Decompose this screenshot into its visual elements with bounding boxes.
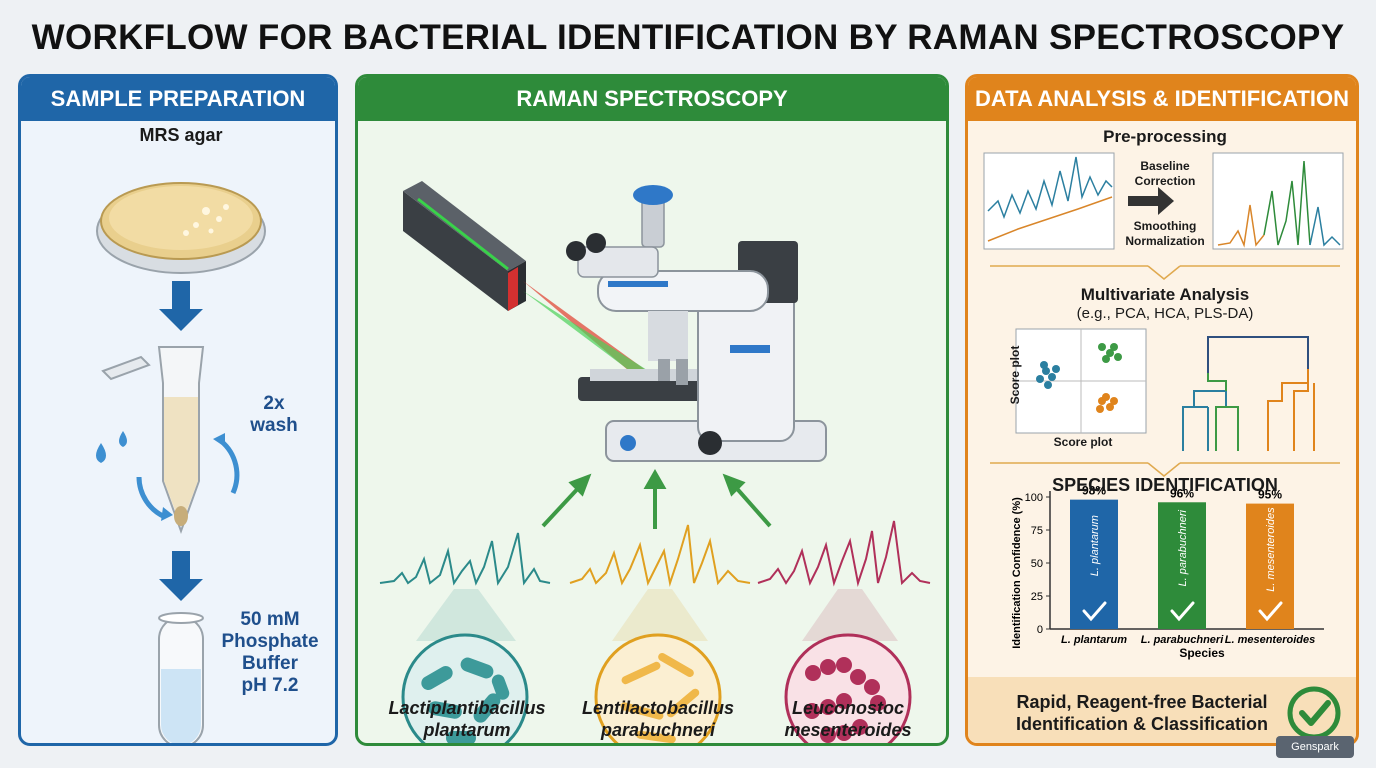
step1-line2: Correction [1134, 174, 1196, 188]
score-plot-ylabel: Score plot [1008, 345, 1022, 405]
species-3-label: Leuconostoc mesenteroides [753, 697, 943, 741]
y-tick-label: 75 [1031, 525, 1043, 537]
centrifuge-tube-icon [101, 346, 205, 534]
bacteria-slender-rods-icon [594, 633, 722, 743]
agar-label: MRS agar [139, 125, 223, 145]
petri-dish-icon [96, 182, 266, 274]
check-circle-icon [1287, 686, 1341, 740]
y-tick-label: 100 [1025, 492, 1043, 504]
wash-label: 2x wash [239, 393, 309, 437]
right-arrow-icon [1128, 187, 1174, 215]
species-identification-title: SPECIES IDENTIFICATION [1052, 475, 1278, 495]
footer-line2: Identification & Classification [1015, 714, 1269, 734]
species-3-epithet: mesenteroides [784, 720, 912, 740]
multivariate-title: Multivariate Analysis [1080, 285, 1250, 304]
spectrum-3-icon [757, 520, 931, 587]
check-icon [1170, 601, 1195, 622]
species-1-epithet: plantarum [423, 720, 511, 740]
laser-source-icon [403, 181, 526, 311]
cycle-arrow-icon [219, 439, 240, 495]
spectrum-2-icon [569, 524, 751, 587]
step2-line1: Smoothing [1133, 219, 1197, 233]
bar-value-label: 95% [1258, 488, 1282, 502]
check-icon [1258, 601, 1283, 622]
dendrogram-icon [1182, 336, 1315, 451]
raman-spectroscopy-panel: RAMAN SPECTROSCOPY [355, 74, 949, 746]
data-analysis-heading: DATA ANALYSIS & IDENTIFICATION [968, 77, 1356, 121]
species-2-epithet: parabuchneri [600, 720, 716, 740]
raw-spectrum-plot [983, 152, 1115, 250]
spectrum-1-icon [379, 532, 551, 586]
bar-1 [1070, 499, 1118, 629]
raman-illustration [379, 181, 931, 743]
water-drop-icon [96, 443, 106, 463]
page-title: WORKFLOW FOR BACTERIAL IDENTIFICATION BY… [31, 18, 1345, 57]
analysis-illustration: 0 25 50 75 100 98% L. plantarum L. plantarum 96%… [968, 152, 1356, 743]
down-arrow-icon [159, 281, 203, 331]
footer-line1: Rapid, Reagent-free Bacterial [1016, 692, 1268, 712]
preprocessing-title: Pre-processing [1103, 127, 1227, 146]
raman-spectroscopy-heading: RAMAN SPECTROSCOPY [358, 77, 946, 121]
genspark-badge: Genspark [1276, 736, 1354, 758]
score-plot-xlabel: Score plot [1053, 435, 1113, 449]
x-category-label: L. parabuchneri [1141, 634, 1224, 646]
buffer-word: Buffer [242, 653, 298, 674]
y-axis-label: Identification Confidence (%) [1011, 497, 1023, 649]
species-1-genus: Lactiplantibacillus [388, 698, 546, 718]
down-arrow-icon [159, 551, 203, 601]
sample-preparation-panel: SAMPLE PREPARATION [18, 74, 338, 746]
wash-count: 2x [263, 393, 285, 414]
footer-summary: Rapid, Reagent-free Bacterial Identifica… [982, 691, 1302, 735]
up-arrow-icon [541, 468, 772, 529]
wash-text: wash [250, 415, 298, 436]
baseline-correction-label: Baseline Correction [1118, 159, 1212, 189]
species-identification-chart: 0 25 50 75 100 98% L. plantarum L. plantarum 96%… [1011, 484, 1324, 660]
bar-inner-label: L. plantarum [1089, 515, 1101, 576]
step2-line2: Normalization [1125, 234, 1205, 248]
species-2-genus: Lentilactobacillus [581, 698, 735, 718]
sample-preparation-heading: SAMPLE PREPARATION [21, 77, 335, 121]
buffer-label: 50 mM Phosphate Buffer pH 7.2 [211, 609, 329, 697]
x-category-label: L. mesenteroides [1225, 634, 1315, 646]
species-3-genus: Leuconostoc [791, 698, 904, 718]
smoothing-normalization-label: Smoothing Normalization [1112, 219, 1218, 249]
bar-inner-label: L. mesenteroides [1265, 507, 1277, 592]
bar-inner-label: L. parabuchneri [1177, 510, 1189, 587]
y-tick-label: 0 [1037, 624, 1043, 636]
y-tick-label: 50 [1031, 558, 1043, 570]
buffer-concentration: 50 mM [240, 609, 300, 630]
sample-preparation-illustration [96, 182, 266, 743]
bar-3 [1246, 503, 1294, 629]
buffer-type: Phosphate [221, 631, 319, 652]
multivariate-subtitle: (e.g., PCA, HCA, PLS-DA) [1076, 305, 1254, 322]
buffer-test-tube-icon [158, 612, 204, 743]
score-plot [1015, 328, 1147, 434]
microscope-icon [566, 185, 827, 462]
bar-2 [1158, 502, 1206, 629]
y-tick-label: 25 [1031, 591, 1043, 603]
bacteria-rods-icon [401, 633, 529, 743]
step1-line1: Baseline [1140, 159, 1190, 173]
buffer-ph: pH 7.2 [241, 675, 299, 696]
species-2-label: Lentilactobacillus parabuchneri [563, 697, 753, 741]
bacteria-cocci-chain-icon [784, 633, 912, 743]
processed-spectrum-plot [1212, 152, 1344, 250]
cycle-arrow-icon [136, 476, 167, 520]
x-axis-label: Species [1179, 646, 1225, 660]
species-1-label: Lactiplantibacillus plantarum [372, 697, 562, 741]
bar-value-label: 96% [1170, 486, 1194, 500]
data-analysis-panel: DATA ANALYSIS & IDENTIFICATION [965, 74, 1359, 746]
x-category-label: L. plantarum [1061, 634, 1127, 646]
check-icon [1082, 601, 1107, 622]
bar-value-label: 98% [1082, 484, 1106, 498]
water-drop-icon [119, 431, 127, 447]
